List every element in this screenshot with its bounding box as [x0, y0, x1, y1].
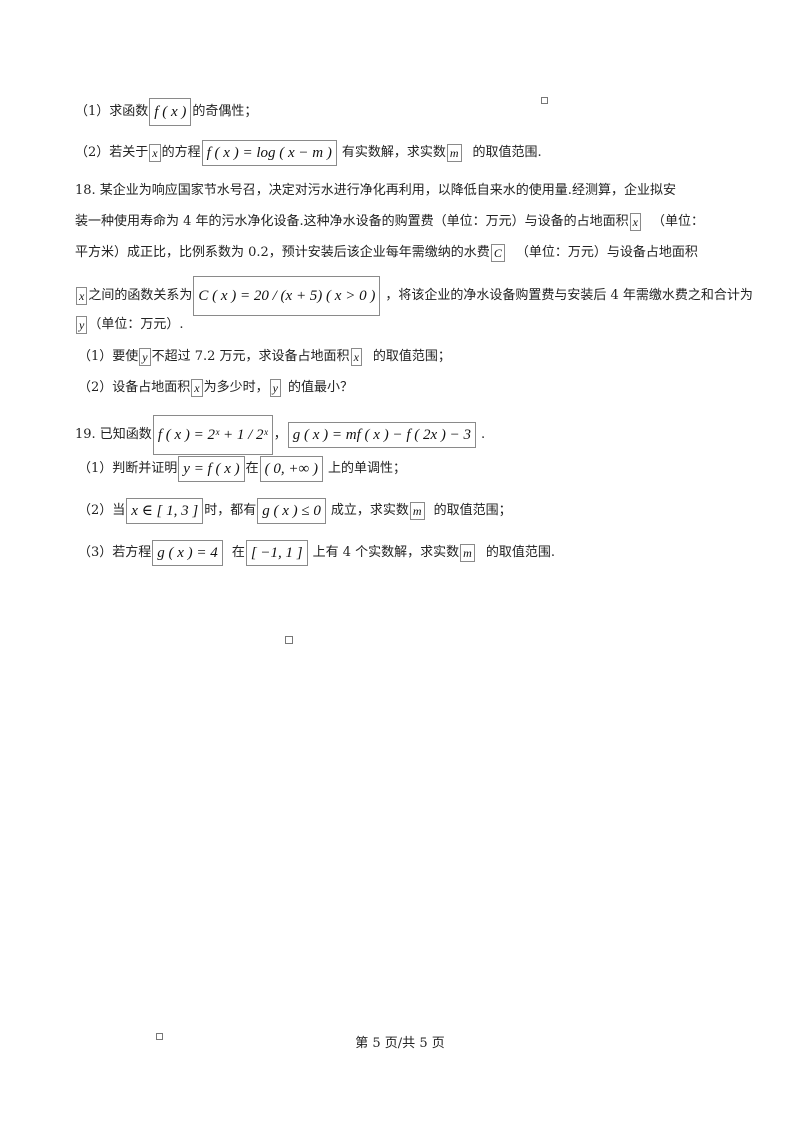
text: 上有 4 个实数解，求实数: [312, 545, 460, 560]
formula-interval-0-inf: ( 0, +∞ ): [259, 456, 323, 482]
formula-x: x: [76, 287, 88, 305]
text: 之间的函数关系为: [88, 288, 193, 303]
formula-y: y: [269, 379, 281, 397]
text: 在: [245, 461, 259, 476]
text: 装一种使用寿命为 4 年的污水净化设备.这种净水设备的购置费（单位：万元）与设备…: [75, 214, 629, 229]
formula-g-eq-4: g ( x ) = 4: [152, 540, 223, 566]
q19-part1: （1）判断并证明 y = f ( x ) 在 ( 0, +∞ ) 上的单调性；: [78, 456, 406, 482]
formula-x: x: [350, 348, 362, 366]
formula-f-of-x: f ( x ) = 2ˣ + 1 / 2ˣ: [152, 415, 273, 455]
text: 的方程: [161, 145, 201, 160]
text: ，: [273, 427, 287, 442]
formula-interval-neg1-1: [ −1, 1 ]: [245, 540, 308, 566]
q18-line2: 装一种使用寿命为 4 年的污水净化设备.这种净水设备的购置费（单位：万元）与设备…: [75, 211, 704, 233]
text: 的取值范围；: [433, 503, 512, 518]
q18-part2: （2）设备占地面积 x 为多少时， y 的值最小？: [78, 377, 353, 399]
text: 成立，求实数: [330, 503, 409, 518]
text: （单位：万元）与设备占地面积: [515, 245, 698, 260]
formula-C: C: [490, 244, 505, 262]
text: 在: [231, 545, 245, 560]
text: 的奇偶性；: [192, 104, 258, 119]
text: （1）判断并证明: [78, 461, 178, 476]
q18-part1: （1）要使 y 不超过 7.2 万元，求设备占地面积 x 的取值范围；: [78, 346, 451, 368]
text: 不超过 7.2 万元，求设备占地面积: [151, 349, 350, 364]
formula-y: y: [139, 348, 151, 366]
text: （2）若关于: [75, 145, 149, 160]
text: .: [481, 427, 486, 442]
formula-x: x: [149, 144, 161, 162]
q18-line4: x 之间的函数关系为 C ( x ) = 20 / (x + 5) ( x > …: [75, 276, 753, 316]
formula-fx: f ( x ): [149, 98, 192, 126]
marker-square-middle: [285, 636, 293, 644]
text: （2）当: [78, 503, 126, 518]
text: 的取值范围.: [472, 145, 542, 160]
q18-line3: 平方米）成正比，比例系数为 0.2，预计安装后该企业每年需缴纳的水费 C （单位…: [75, 242, 698, 264]
marker-square-bottom: [156, 1033, 163, 1040]
text: 上的单调性；: [327, 461, 406, 476]
formula-g-le-0: g ( x ) ≤ 0: [257, 498, 326, 524]
text: 时，都有: [204, 503, 257, 518]
text: （1）要使: [78, 349, 139, 364]
page-footer: 第 5 页/共 5 页: [355, 1036, 445, 1051]
formula-m: m: [446, 144, 462, 162]
q19-line1: 19. 已知函数 f ( x ) = 2ˣ + 1 / 2ˣ ， g ( x )…: [75, 415, 485, 455]
marker-square-top: [541, 97, 548, 104]
formula-m: m: [460, 544, 475, 562]
text: （1）求函数: [75, 104, 149, 119]
q18-line5: y （单位：万元）.: [75, 314, 183, 336]
text: 18. 某企业为响应国家节水号召，决定对污水进行净化再利用，以降低自来水的使用量…: [75, 183, 676, 198]
text: 的取值范围；: [372, 349, 451, 364]
formula-log-equation: f ( x ) = log ( x − m ): [201, 140, 337, 166]
formula-g-of-x: g ( x ) = mf ( x ) − f ( 2x ) − 3: [287, 422, 477, 448]
formula-y-equals-fx: y = f ( x ): [178, 456, 245, 482]
text: 为多少时，: [203, 380, 269, 395]
text: ，将该企业的净水设备购置费与安装后 4 年需缴水费之和合计为: [385, 288, 753, 303]
formula-C-of-x: C ( x ) = 20 / (x + 5) ( x > 0 ): [193, 276, 381, 316]
text: （2）设备占地面积: [78, 380, 191, 395]
text: （单位：万元）.: [88, 317, 184, 332]
q19-part3: （3）若方程 g ( x ) = 4 在 [ −1, 1 ] 上有 4 个实数解…: [78, 540, 555, 566]
q17-part2: （2）若关于 x 的方程 f ( x ) = log ( x − m ) 有实数…: [75, 140, 542, 166]
formula-x: x: [629, 213, 641, 231]
text: 19. 已知函数: [75, 427, 152, 442]
text: 平方米）成正比，比例系数为 0.2，预计安装后该企业每年需缴纳的水费: [75, 245, 490, 260]
q18-line1: 18. 某企业为响应国家节水号召，决定对污水进行净化再利用，以降低自来水的使用量…: [75, 180, 676, 202]
text: 有实数解，求实数: [341, 145, 446, 160]
q19-part2: （2）当 x ∈ [ 1, 3 ] 时，都有 g ( x ) ≤ 0 成立，求实…: [78, 498, 512, 524]
text: 的值最小？: [287, 380, 353, 395]
formula-x: x: [191, 379, 203, 397]
text: （单位：: [652, 214, 705, 229]
formula-x-in-1-3: x ∈ [ 1, 3 ]: [126, 498, 204, 524]
text: （3）若方程: [78, 545, 152, 560]
text: 的取值范围.: [485, 545, 555, 560]
q17-part1: （1）求函数 f ( x ) 的奇偶性；: [75, 98, 257, 126]
formula-y: y: [76, 316, 88, 334]
formula-m: m: [409, 502, 425, 520]
